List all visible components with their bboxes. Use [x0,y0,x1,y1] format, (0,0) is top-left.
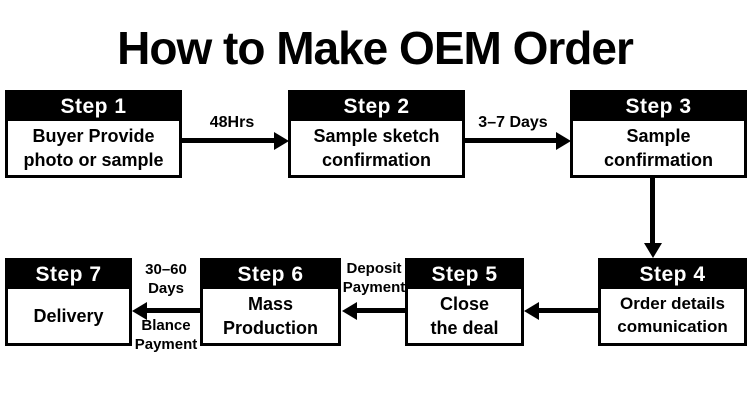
step5-box: Step 5 Close the deal [405,258,524,346]
step3-body: Sample confirmation [603,125,713,170]
step7-body: Delivery [33,305,104,326]
arrow-step2-step3-line [465,138,556,143]
connector-step6-step7-label-below: Blance Payment [134,317,198,353]
arrow-right-icon [556,132,571,150]
page-title: How to Make OEM Order [117,22,634,74]
step4-box: Step 4 Order details comunication [598,258,747,346]
step6-box: Step 6 Mass Production [200,258,341,346]
step6-header: Step 6 [203,261,338,289]
step6-body: Mass Production [223,293,318,338]
step2-body: Sample sketch confirmation [313,125,440,170]
arrow-right-icon [274,132,289,150]
arrow-left-icon [342,302,357,320]
step7-header: Step 7 [8,261,129,289]
step5-body: Close the deal [430,293,499,338]
arrow-step1-step2-line [182,138,274,143]
connector-step1-step2-label: 48Hrs [209,114,255,131]
arrow-left-icon [524,302,539,320]
arrow-step6-step7-line [147,308,200,313]
step2-header: Step 2 [291,93,462,121]
step1-header: Step 1 [8,93,179,121]
step3-header: Step 3 [573,93,744,121]
arrow-step3-step4-line [650,178,655,243]
connector-step6-step7-label-above: 30–60 Days [145,261,187,297]
step5-header: Step 5 [408,261,521,289]
arrow-left-icon [132,302,147,320]
step1-body: Buyer Provide photo or sample [23,125,164,170]
connector-step2-step3-label: 3–7 Days [478,114,548,131]
step7-box: Step 7 Delivery [5,258,132,346]
step4-header: Step 4 [601,261,744,289]
step3-box: Step 3 Sample confirmation [570,90,747,178]
arrow-down-icon [644,243,662,258]
step2-box: Step 2 Sample sketch confirmation [288,90,465,178]
connector-step5-step6-label: Deposit Payment [342,260,406,296]
arrow-step5-step6-line [357,308,405,313]
step4-body: Order details comunication [617,294,728,336]
arrow-step4-step5-line [539,308,598,313]
step1-box: Step 1 Buyer Provide photo or sample [5,90,182,178]
